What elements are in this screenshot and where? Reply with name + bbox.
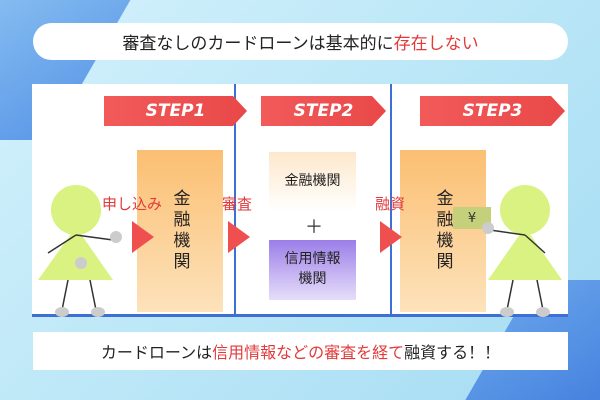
divider-1 <box>234 84 236 316</box>
label-apply: 申し込み <box>102 195 163 213</box>
footer-suffix: 融資する！！ <box>404 343 501 362</box>
applicant-figure-icon <box>38 185 122 317</box>
yen-note: ¥ <box>453 207 491 229</box>
arrow-apply-icon <box>132 221 154 253</box>
title-banner: 審査なしのカードローンは基本的に存在しない <box>33 23 568 60</box>
title-highlight: 存在しない <box>393 34 479 54</box>
plus-sign: ＋ <box>305 217 323 238</box>
customer-figure-icon <box>482 185 562 317</box>
step2-financial-institution: 金融機関 <box>269 152 356 212</box>
footer-prefix: カードローンは <box>100 343 213 362</box>
divider-2 <box>390 84 392 316</box>
step3-financial-institution: 金融機関 <box>400 150 486 312</box>
baseline <box>32 314 568 317</box>
label-finance: 融資 <box>375 195 406 213</box>
credit-info-agency: 信用情報 機関 <box>269 240 356 300</box>
arrow-review-icon <box>228 221 250 253</box>
step2-label: STEP2 <box>261 96 386 126</box>
arrow-finance-icon <box>380 221 402 253</box>
step3-label: STEP3 <box>420 96 565 126</box>
label-review: 審査 <box>222 195 253 213</box>
title-prefix: 審査なしのカードローンは基本的に <box>122 34 394 54</box>
step1-label: STEP1 <box>104 96 247 126</box>
footer-highlight: 信用情報などの審査を経て <box>212 343 405 362</box>
footer-banner: カードローンは信用情報などの審査を経て融資する！！ <box>33 332 568 370</box>
